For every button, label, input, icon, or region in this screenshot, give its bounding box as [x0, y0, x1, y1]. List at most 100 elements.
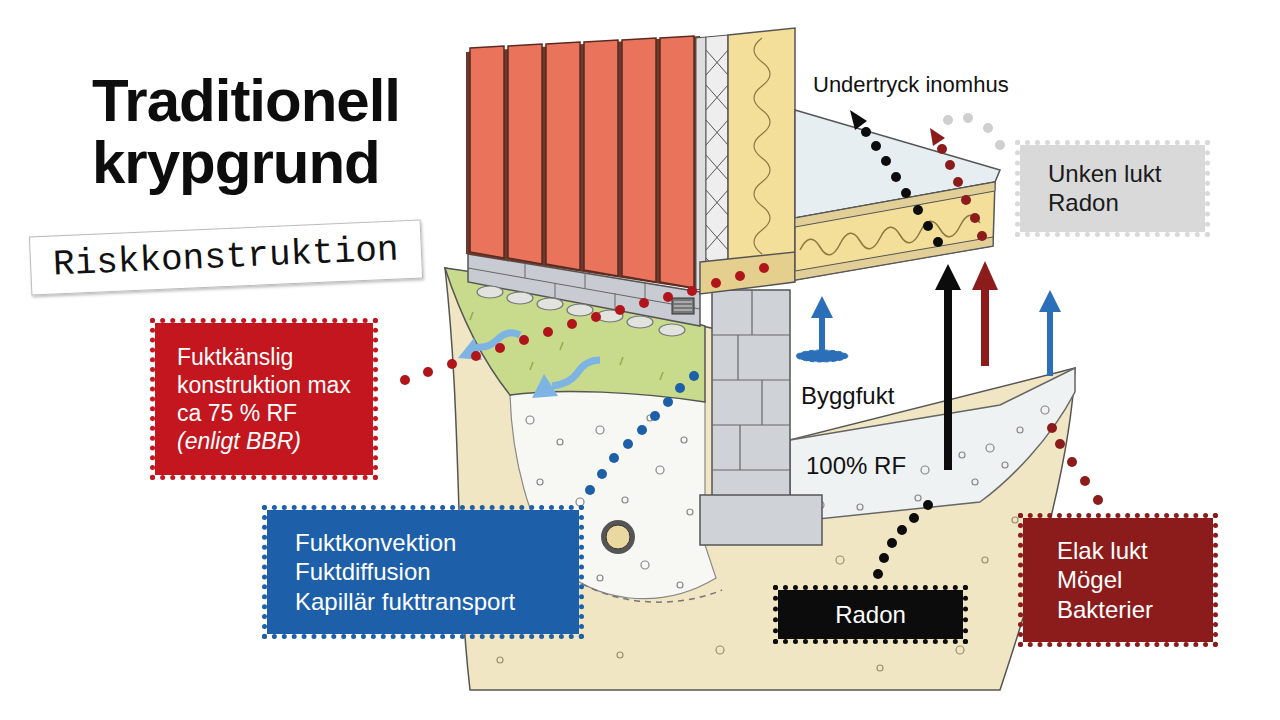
box-text: Bakterier [1057, 595, 1179, 624]
leader-dots-black [897, 525, 907, 535]
drain-gravel [677, 582, 683, 588]
odour-arrow [972, 261, 998, 366]
leader-dots-red [687, 286, 697, 296]
leader-dots-black [923, 500, 933, 510]
drain-pipe [601, 520, 635, 554]
foundation-wall [712, 290, 790, 500]
radon-arrow [935, 264, 961, 470]
wall-cladding [622, 38, 656, 282]
leader-dots-darkred [1055, 439, 1065, 449]
leader-dots-red [663, 292, 673, 302]
leader-dots-grey [943, 113, 1005, 150]
leader-dots-red [639, 298, 649, 308]
warning-stamp: Riskkonstruktion [29, 219, 423, 295]
humidity-label: 100% RF [803, 452, 909, 481]
drain-gravel [537, 479, 543, 485]
wall-cladding [584, 40, 618, 276]
leader-dots-darkred [953, 177, 963, 187]
leader-dots-black [871, 141, 881, 151]
floor-structure [795, 182, 995, 280]
plinth [674, 310, 692, 311]
leader-dots-black [923, 221, 933, 231]
drain-pipe [606, 525, 630, 549]
cobble-stones [507, 292, 533, 304]
wall-cladding [466, 36, 700, 290]
wall-cladding [470, 46, 504, 258]
box-text: Fuktkänslig konstruktion max ca 75 % RF [177, 343, 351, 427]
wall-cladding [470, 36, 694, 288]
leader-dots-blue [663, 397, 673, 407]
plinth [585, 273, 586, 288]
leader-dots-blue [637, 425, 647, 435]
floor-structure [795, 110, 1000, 280]
grass-slope [660, 372, 663, 380]
wall-cladding [660, 36, 694, 288]
grass-slope [530, 362, 533, 370]
radon-arrow [944, 286, 952, 470]
leader-dots-darkred [961, 195, 971, 205]
grass-slope [470, 312, 473, 320]
floor-structure [795, 182, 995, 227]
plinth [674, 302, 692, 303]
cobble-stones [627, 316, 653, 328]
box-text: Mögel [1057, 565, 1179, 594]
drain-gravel [687, 509, 693, 515]
drain-gravel [596, 426, 604, 434]
leader-dots-black [850, 110, 867, 130]
pressure-label: Undertryck inomhus [810, 72, 1012, 98]
leader-dots-black [879, 553, 889, 563]
drain-gravel [641, 561, 649, 569]
leader-dots-black [861, 127, 871, 137]
plinth [615, 293, 616, 309]
leader-dots-red [495, 343, 505, 353]
cobble-stones [477, 286, 685, 336]
leader-dots-blue [689, 371, 699, 381]
leader-dots-darkred [930, 128, 945, 146]
plinth [645, 283, 646, 299]
moisture-arrows [811, 296, 833, 318]
sand-pebbles [982, 557, 988, 563]
floor-structure [800, 215, 980, 255]
wall-layers [700, 252, 795, 294]
plinth [672, 298, 694, 314]
foundation-wall [712, 379, 790, 380]
foundation-wall [751, 290, 752, 335]
leader-dots-blue [650, 411, 660, 421]
cobble-stones [537, 298, 563, 310]
sand-pebbles [956, 646, 964, 654]
leader-dots-blue [623, 439, 633, 449]
crawlspace-gravel [1041, 406, 1049, 414]
smell-stamp: Unken luktRadon [1015, 140, 1210, 237]
box-text: (enligt BBR) [177, 427, 351, 455]
leader-dots-darkred [1067, 457, 1077, 467]
leader-dots-blue [675, 383, 685, 393]
sand-pebbles [836, 556, 844, 564]
foundation-wall [712, 424, 790, 425]
leader-dots-red [567, 319, 577, 329]
moisture-arrows [1039, 290, 1061, 312]
leader-dots-grey [943, 115, 953, 125]
drain-gravel [681, 437, 687, 443]
box-text: Radon [1048, 188, 1181, 217]
leader-dots-red [735, 271, 745, 281]
box-text: Radon [802, 600, 939, 629]
leader-dots-black [901, 188, 911, 198]
leader-dots-blue [609, 453, 619, 463]
sand-pebbles [877, 665, 883, 671]
leader-dots-blue [597, 469, 607, 479]
leader-dots-blue [585, 485, 595, 495]
drain-gravel [622, 497, 628, 503]
leader-dots-black [850, 110, 943, 579]
leader-dots-red [400, 263, 769, 385]
leader-dots-red [447, 359, 457, 369]
leader-dots-darkred [1080, 476, 1090, 486]
plinth [674, 306, 692, 307]
moisture-arrows [532, 374, 558, 398]
wall-layers [696, 37, 706, 290]
leader-dots-black [913, 205, 923, 215]
cobble-stones [477, 286, 503, 298]
box-text: Kapillär fukttransport [295, 587, 551, 616]
leader-dots-black [909, 513, 919, 523]
moisture-arrows [552, 360, 600, 386]
